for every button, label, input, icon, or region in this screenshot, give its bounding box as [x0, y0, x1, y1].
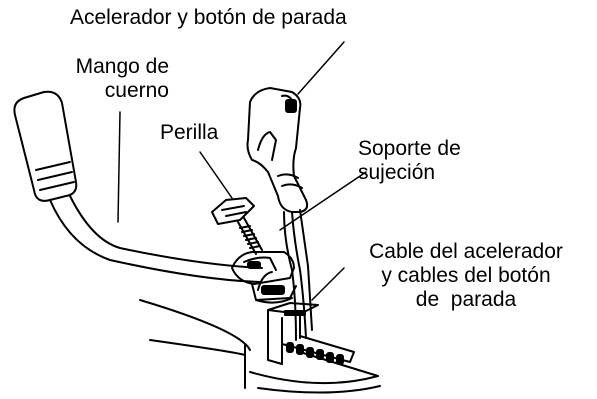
label-horn-handle-line-2: cuerno	[104, 79, 169, 102]
leader-cables	[311, 267, 345, 301]
cable-bundle	[283, 209, 313, 341]
shaft-tube	[139, 299, 381, 394]
knob	[211, 197, 263, 255]
label-cables-line-3: de parada	[415, 288, 517, 311]
leader-horn-handle	[117, 111, 121, 223]
leader-throttle	[297, 41, 345, 95]
label-knob: Perilla	[160, 121, 219, 144]
throttle-housing	[246, 87, 309, 213]
label-bracket-line-2: sujeción	[358, 161, 436, 184]
label-bracket: Soporte de sujeción	[358, 137, 461, 185]
label-horn-handle: Mango de cuerno	[40, 55, 169, 103]
clamp-bracket	[231, 251, 297, 304]
horn-handle-tube	[13, 90, 273, 291]
label-cables-line-1: Cable del acelerador	[369, 240, 563, 263]
label-cables: Cable del acelerador y cables del botón …	[340, 240, 592, 312]
label-horn-handle-line-1: Mango de	[75, 55, 169, 78]
label-cables-line-2: y cables del botón	[381, 264, 551, 287]
leader-bracket	[279, 171, 367, 231]
leader-knob	[199, 151, 233, 199]
label-throttle-stop: Acelerador y botón de parada	[70, 6, 347, 29]
leader-lines	[117, 41, 367, 301]
label-bracket-line-1: Soporte de	[358, 137, 461, 160]
